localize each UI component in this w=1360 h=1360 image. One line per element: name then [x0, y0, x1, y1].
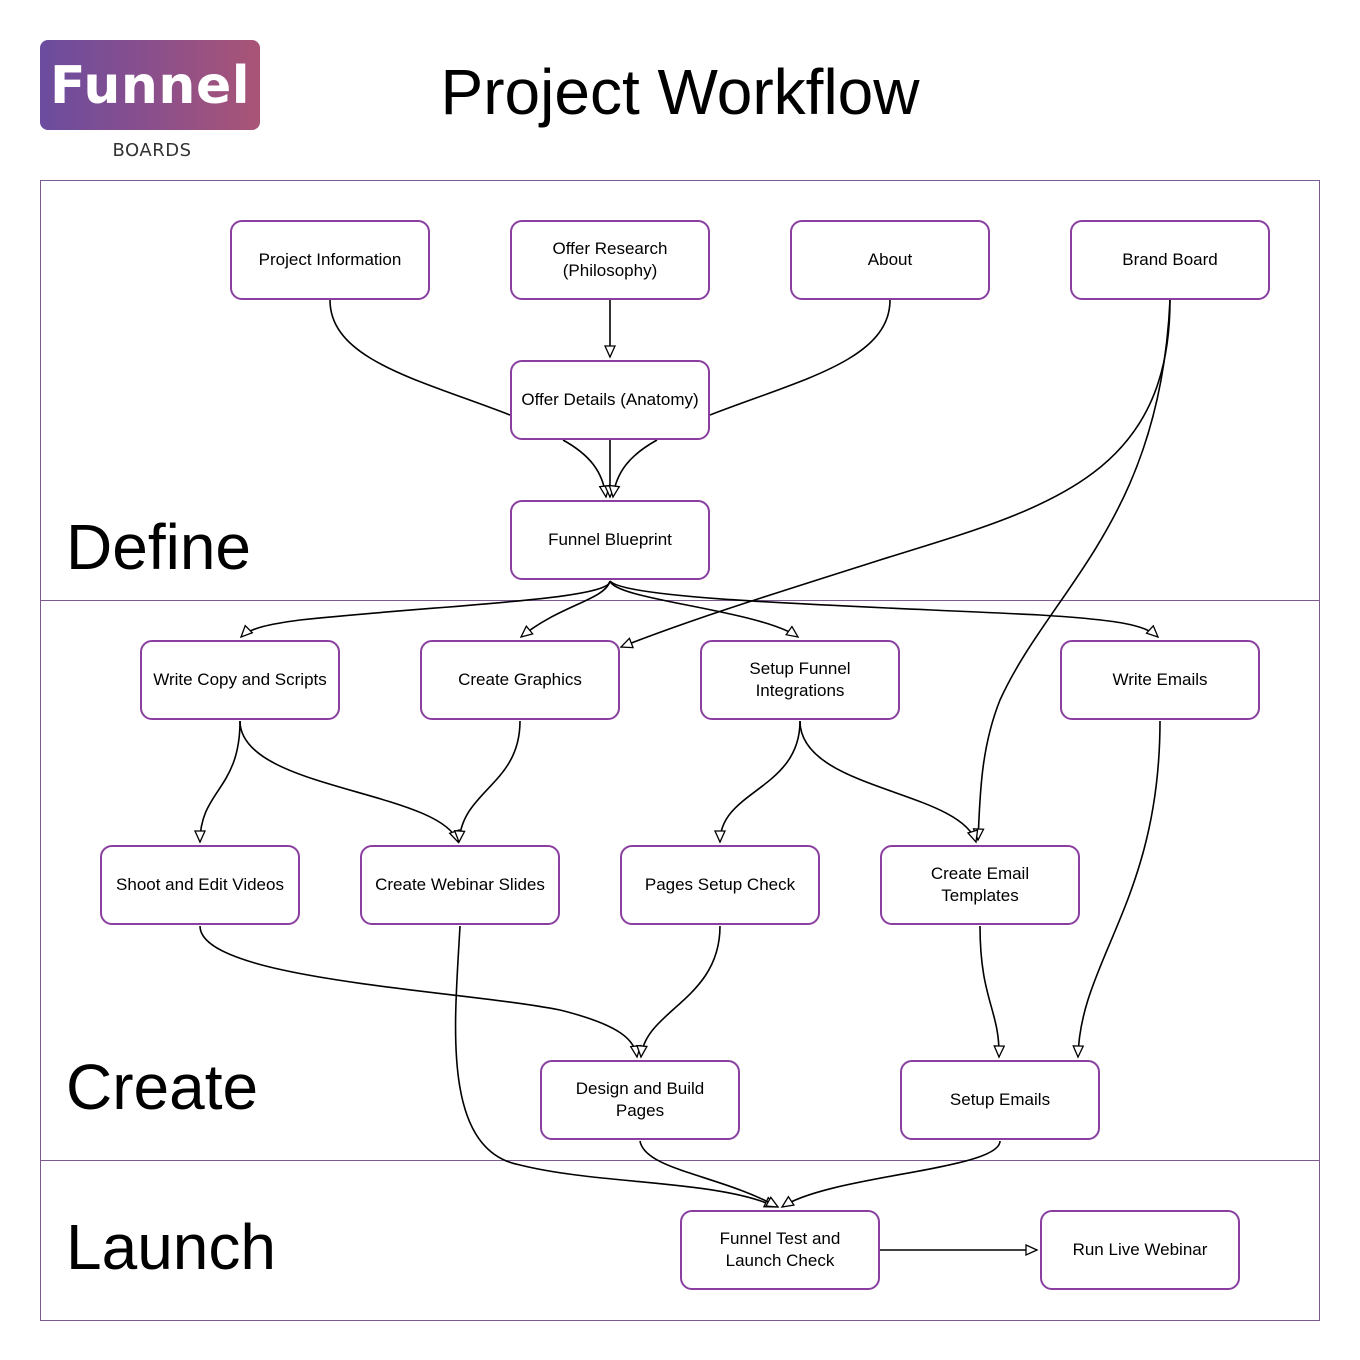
node-label: Project Information [258, 250, 402, 269]
edge-setup-integrations-to-email-templates [799, 720, 979, 844]
node-label: Write Emails [1112, 670, 1208, 689]
node-offer-details[interactable]: Offer Details (Anatomy) [510, 360, 710, 440]
page-title: Project Workflow [440, 56, 920, 128]
node-label: About [867, 250, 913, 269]
node-design-build-pages[interactable]: Design and Build Pages [540, 1060, 740, 1140]
lane-label-define: Define [66, 511, 251, 583]
edge-pages-check-to-design-pages [636, 925, 721, 1059]
edge-webinar-slides-to-test-launch [454, 925, 778, 1208]
edge-email-templates-to-setup-emails [979, 925, 1006, 1059]
edge-project-information-to-offer-details [329, 299, 511, 416]
node-create-graphics[interactable]: Create Graphics [420, 640, 620, 720]
edge-funnel-blueprint-to-create-graphics [519, 580, 611, 638]
node-about[interactable]: About [790, 220, 990, 300]
node-funnel-blueprint[interactable]: Funnel Blueprint [510, 500, 710, 580]
edge-shoot-videos-to-design-pages [199, 925, 642, 1059]
logo-subtitle: BOARDS [112, 140, 192, 161]
node-create-email-templates[interactable]: Create Email Templates [880, 845, 1080, 925]
node-label: Setup Funnel Integrations [749, 659, 851, 700]
edge-design-pages-to-test-launch [639, 1140, 780, 1208]
node-project-information[interactable]: Project Information [230, 220, 430, 300]
node-label: Create Webinar Slides [375, 875, 545, 894]
lane-launch [40, 1160, 1320, 1321]
edge-write-emails-to-setup-emails [1072, 720, 1161, 1059]
node-shoot-edit-videos[interactable]: Shoot and Edit Videos [100, 845, 300, 925]
funnel-boards-logo: Funnel [40, 40, 260, 130]
edge-funnel-blueprint-to-write-copy [239, 580, 611, 639]
node-label: Funnel Blueprint [548, 530, 672, 549]
node-label: Shoot and Edit Videos [116, 875, 284, 894]
edge-write-copy-to-shoot-videos [193, 720, 241, 844]
node-label: Run Live Webinar [1072, 1240, 1208, 1259]
edge-about-to-offer-details [709, 299, 891, 416]
edge-write-copy-to-webinar-slides [239, 720, 460, 844]
node-label: Offer Research (Philosophy) [552, 239, 668, 280]
lane-label-launch: Launch [66, 1211, 276, 1283]
node-create-webinar-slides[interactable]: Create Webinar Slides [360, 845, 560, 925]
node-funnel-test-launch[interactable]: Funnel Test and Launch Check [680, 1210, 880, 1290]
node-pages-setup-check[interactable]: Pages Setup Check [620, 845, 820, 925]
edge-setup-emails-to-test-launch [780, 1140, 1001, 1208]
node-write-emails[interactable]: Write Emails [1060, 640, 1260, 720]
node-label: Create Email Templates [930, 864, 1030, 905]
edge-setup-integrations-to-pages-check [714, 720, 801, 844]
node-brand-board[interactable]: Brand Board [1070, 220, 1270, 300]
node-label: Funnel Test and Launch Check [719, 1229, 841, 1270]
edge-brand-board-to-create-graphics [619, 299, 1171, 649]
edge-funnel-blueprint-to-setup-integrations [609, 580, 800, 638]
node-write-copy[interactable]: Write Copy and Scripts [140, 640, 340, 720]
node-setup-emails[interactable]: Setup Emails [900, 1060, 1100, 1140]
node-offer-research[interactable]: Offer Research (Philosophy) [510, 220, 710, 300]
edge-create-graphics-to-webinar-slides [453, 720, 521, 844]
logo-text: Funnel [49, 56, 251, 116]
lane-label-create: Create [66, 1051, 259, 1123]
edge-brand-board-to-create-email-templates [972, 299, 1171, 842]
node-label: Pages Setup Check [644, 875, 796, 894]
node-label: Setup Emails [949, 1090, 1051, 1109]
node-run-live-webinar[interactable]: Run Live Webinar [1040, 1210, 1240, 1290]
edge-offer-details-to-funnel-blueprint-a [562, 439, 611, 499]
node-label: Offer Details (Anatomy) [521, 390, 699, 409]
edge-funnel-blueprint-to-write-emails [609, 580, 1160, 639]
node-label: Brand Board [1122, 250, 1218, 269]
edge-offer-details-to-funnel-blueprint-c [608, 439, 658, 499]
node-label: Design and Build Pages [575, 1079, 705, 1120]
node-label: Write Copy and Scripts [153, 670, 327, 689]
node-setup-funnel-integrations[interactable]: Setup Funnel Integrations [700, 640, 900, 720]
node-label: Create Graphics [458, 670, 582, 689]
